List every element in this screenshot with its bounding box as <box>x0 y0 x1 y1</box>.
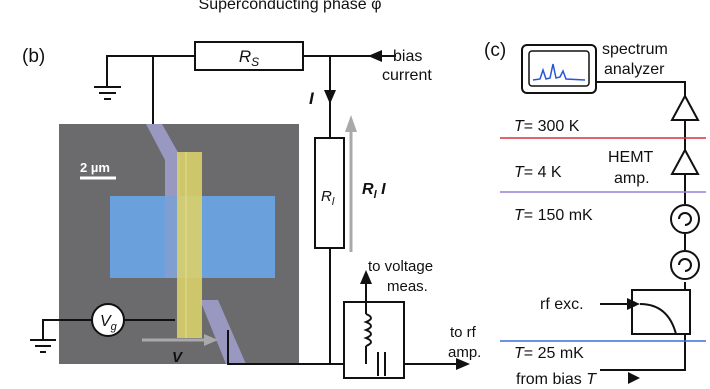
panel-c: (c) spectrum analyzer <box>484 40 706 388</box>
from-bias-arrow-icon <box>628 372 640 384</box>
to-voltage-arrow-icon <box>360 270 372 284</box>
top-caption: Superconducting phase φ <box>199 0 382 13</box>
temp-300K: T= 300 K <box>514 118 580 135</box>
panel-b-label: (b) <box>22 46 45 67</box>
rf-exc-label: rf exc. <box>540 296 584 313</box>
current-arrow-icon <box>324 90 336 104</box>
lead-top <box>146 124 180 196</box>
coupler-curve <box>639 303 677 335</box>
directional-coupler <box>631 289 691 335</box>
panel-b: (b) RS bias current I Rl Rl I <box>22 41 481 379</box>
load-resistor-label: Rl <box>321 188 335 208</box>
bias-arrow-icon <box>368 50 382 62</box>
hemt-line2: amp. <box>614 170 650 187</box>
gate-voltage-label: Vg <box>100 313 118 333</box>
to-voltage-line2: meas. <box>387 278 428 295</box>
to-voltage-line1: to voltage <box>368 258 433 275</box>
spectrum-trace <box>532 63 586 81</box>
v-arrow-icon <box>204 334 218 346</box>
rf-exc-arrow-icon <box>627 298 640 310</box>
panel-c-label: (c) <box>484 40 506 61</box>
temp-150mK: T= 150 mK <box>514 207 593 224</box>
temp-25mK: T= 25 mK <box>514 345 584 362</box>
circulator-2-icon <box>670 250 700 280</box>
bias-label-line1: bias <box>393 48 422 65</box>
gate-ground-icon <box>30 339 56 353</box>
room-temp-amplifier-icon <box>670 93 700 121</box>
voltage-label: V <box>172 349 184 366</box>
load-resistor <box>314 137 345 249</box>
to-rf-line2: amp. <box>448 344 481 361</box>
spectrum-line1: spectrum <box>602 41 668 58</box>
gate-voltage-source <box>91 303 125 337</box>
series-resistor-label: RS <box>239 47 259 69</box>
spectrum-line2: analyzer <box>604 61 665 78</box>
gate-wiring <box>42 319 175 340</box>
inductor-icon <box>363 284 372 364</box>
drop-arrow-icon <box>345 115 357 132</box>
current-label: I <box>309 89 315 108</box>
analyzer-screen <box>528 50 590 87</box>
from-bias-label: from bias T <box>516 371 597 388</box>
to-rf-arrow-icon <box>456 358 470 370</box>
lead-bottom <box>200 300 246 364</box>
bias-label-line2: current <box>382 67 432 84</box>
drop-label: Rl I <box>362 181 386 201</box>
temp-4K: T= 4 K <box>514 164 562 181</box>
device-micrograph: 2 µm <box>59 124 299 364</box>
hemt-amplifier-icon <box>670 147 700 175</box>
circulator-1-icon <box>670 204 700 234</box>
to-rf-line1: to rf <box>450 324 477 341</box>
series-resistor <box>194 41 304 71</box>
ground-icon <box>94 70 121 100</box>
hemt-line1: HEMT <box>608 149 654 166</box>
bias-tee-box <box>343 301 405 379</box>
capacitor-icon <box>377 352 386 376</box>
nanowire <box>177 152 202 338</box>
scale-bar-label: 2 µm <box>80 160 110 175</box>
